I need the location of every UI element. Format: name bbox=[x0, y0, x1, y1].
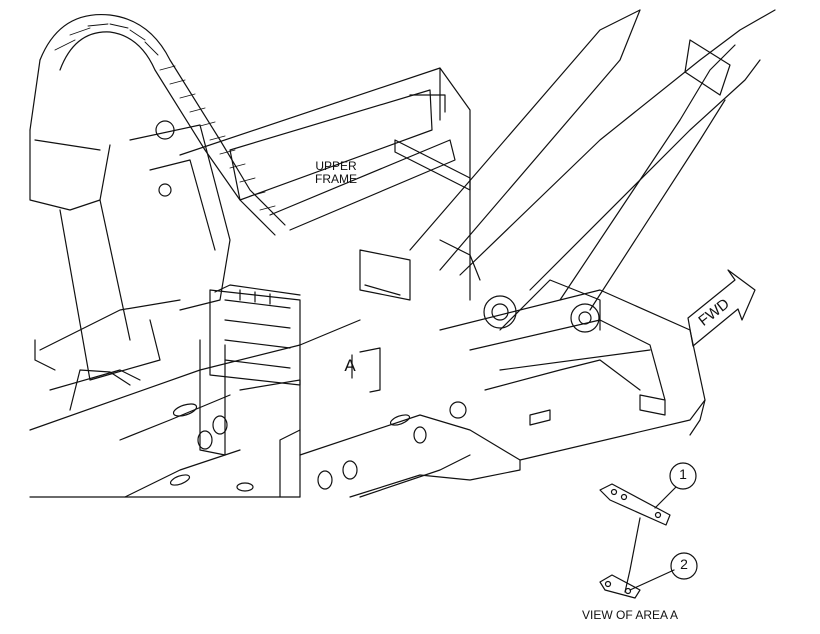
boom-arm bbox=[359, 9, 776, 331]
hydraulic-cylinder bbox=[559, 39, 736, 333]
area-a-marker: A bbox=[344, 356, 356, 375]
control-valve bbox=[209, 284, 301, 386]
callout-circle-1 bbox=[669, 462, 697, 490]
frame-holes bbox=[169, 403, 427, 492]
callout-circle-2 bbox=[670, 552, 698, 580]
callout-number-1: 1 bbox=[679, 466, 687, 482]
fwd-arrow bbox=[687, 269, 756, 347]
upper-frame bbox=[179, 67, 471, 301]
area-a-bracket bbox=[351, 347, 381, 393]
main-frame bbox=[29, 289, 706, 498]
callout-number-2: 2 bbox=[680, 556, 688, 572]
pivot-bosses bbox=[155, 120, 517, 419]
upper-frame-label: UPPER FRAME bbox=[315, 159, 357, 186]
chain-links bbox=[54, 23, 276, 211]
cable-carrier bbox=[29, 13, 286, 381]
view-caption: VIEW OF AREA A bbox=[581, 608, 679, 622]
detail-view-area-a bbox=[599, 483, 677, 599]
